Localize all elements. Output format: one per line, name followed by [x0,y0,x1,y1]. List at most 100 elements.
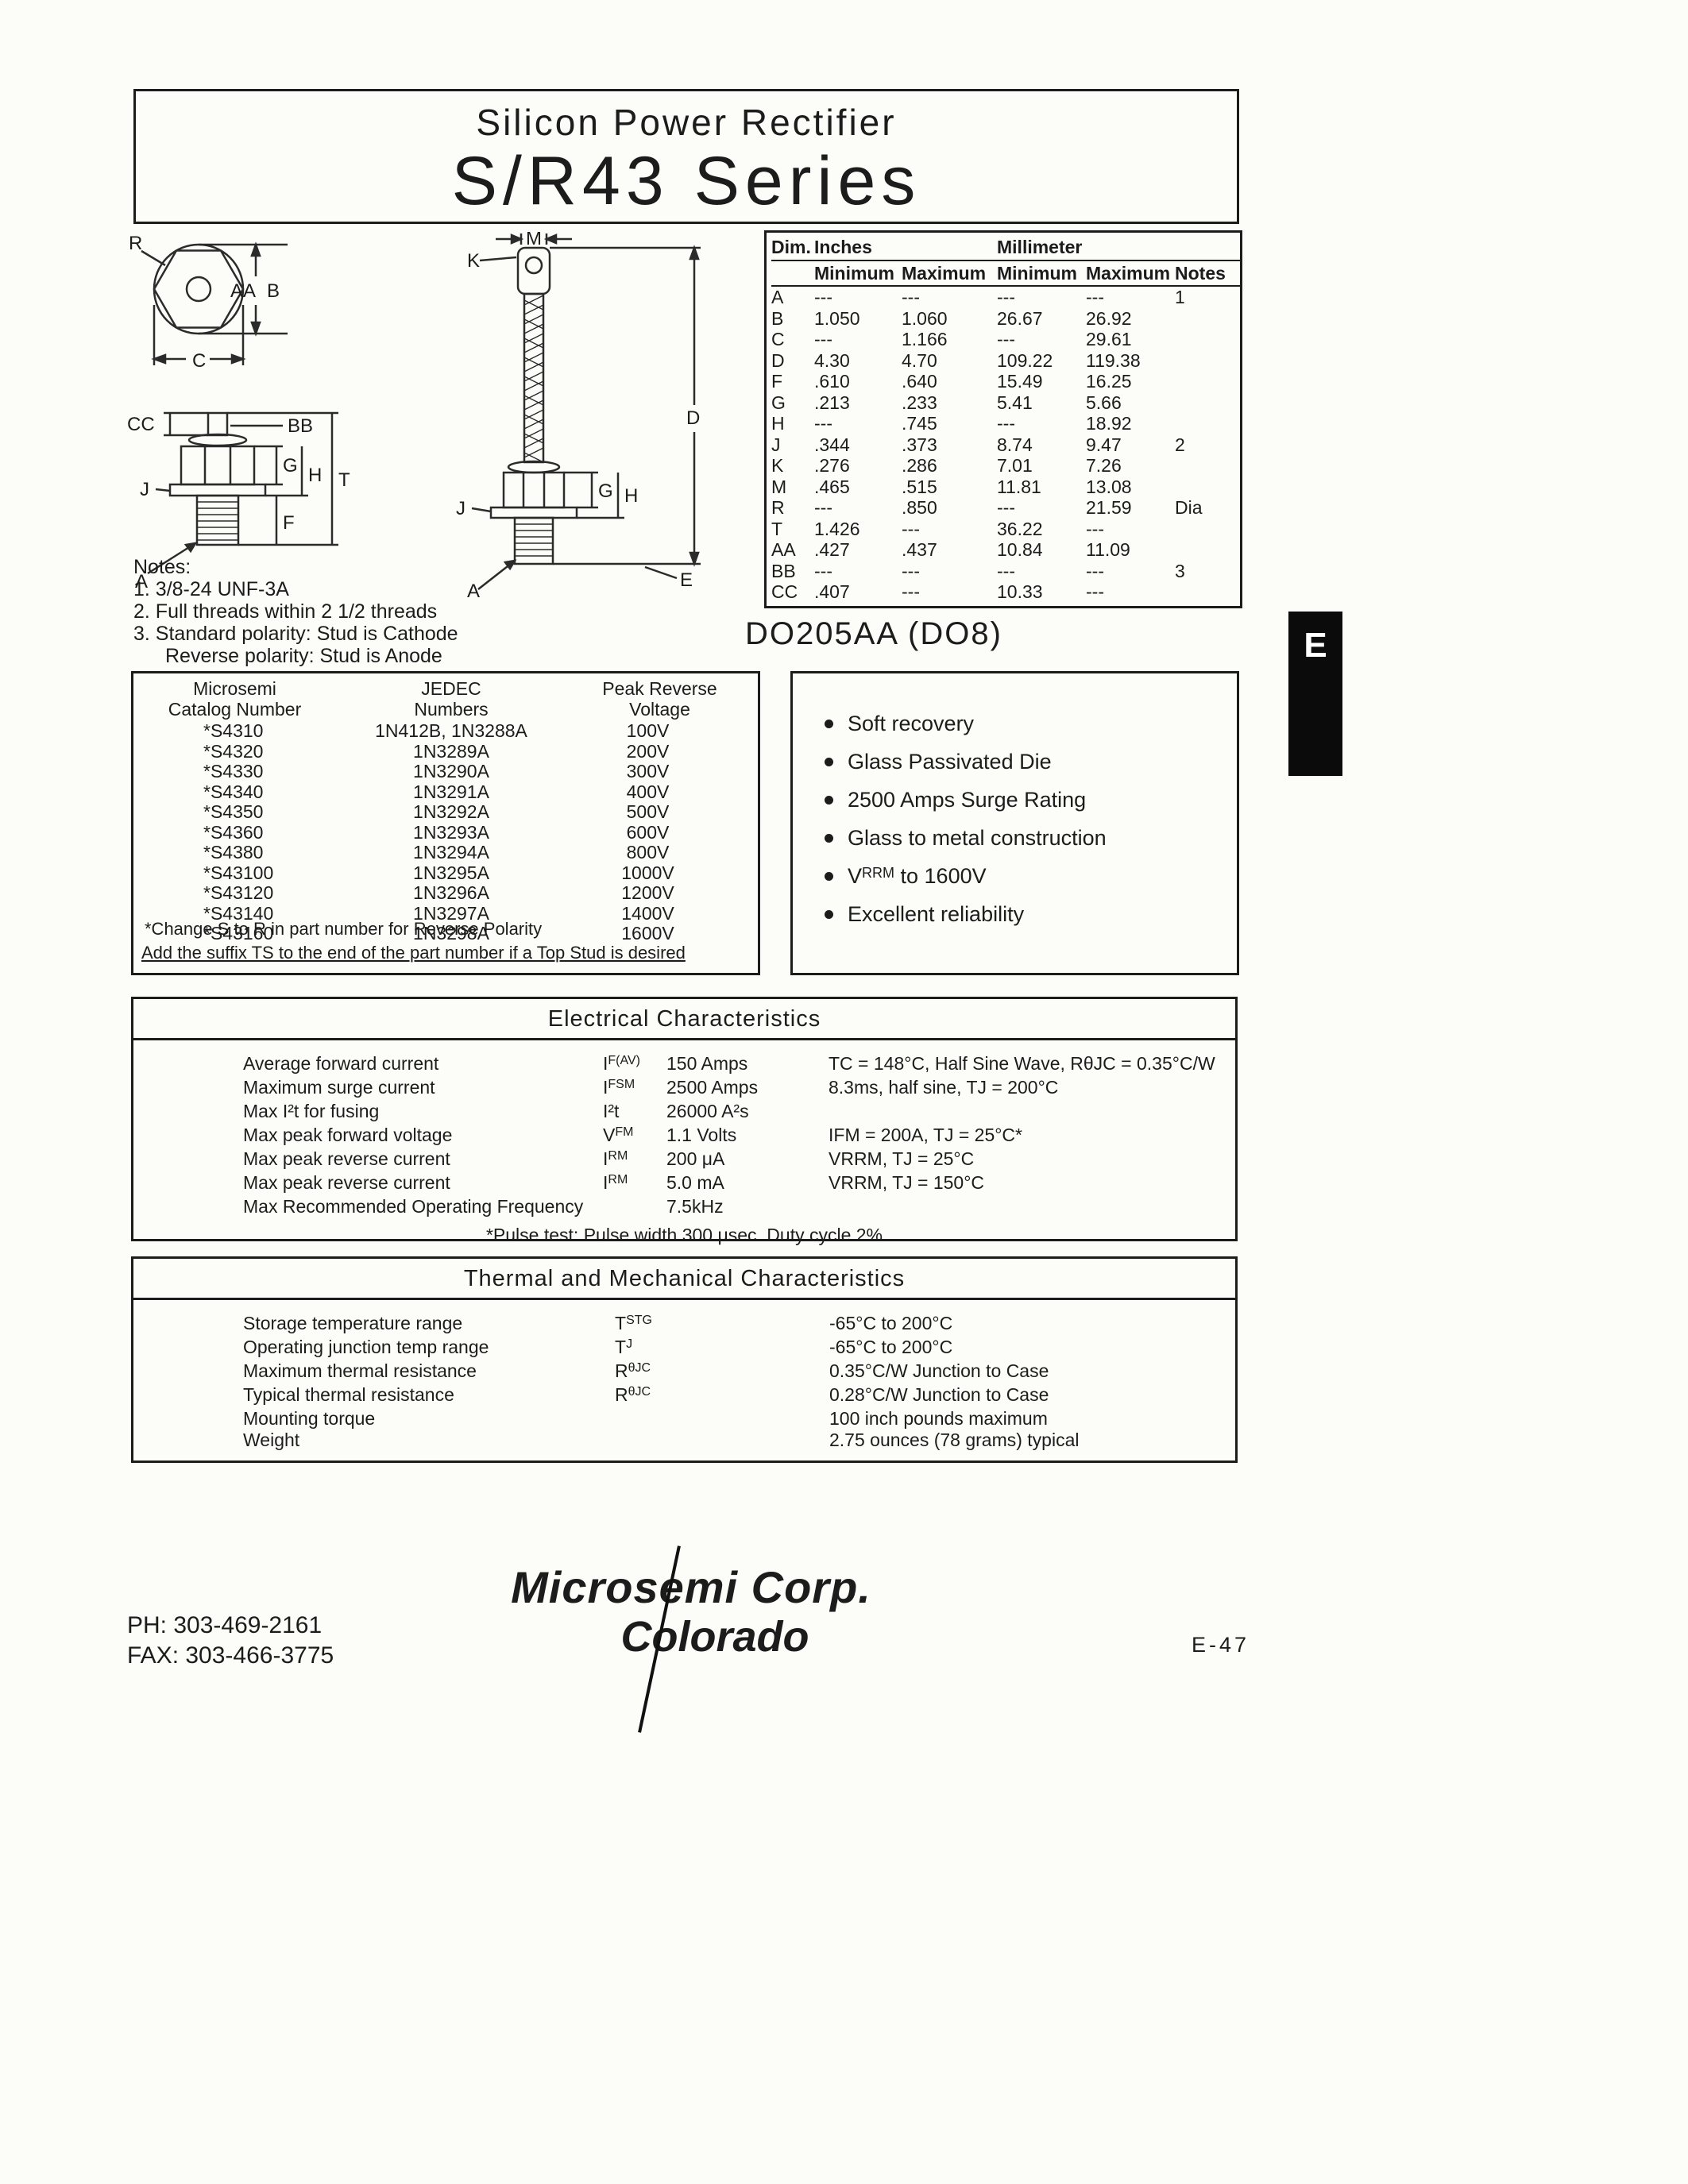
inch-max: --- [902,560,920,581]
mm-max: 9.47 [1086,434,1122,455]
mm-min: 8.74 [997,434,1033,455]
parameter-label: Max Recommended Operating Frequency [243,1196,584,1217]
notes-header: Notes [1175,260,1240,287]
section-tab: E [1288,612,1342,776]
inch-max: --- [902,581,920,602]
dim-note [1175,308,1240,330]
note-3-cont: Reverse polarity: Stud is Anode [165,645,442,667]
package-drawing-front: R AA B C BB CC G H T J A F [127,233,350,592]
parameter-symbol: IFSM [603,1077,635,1098]
parameter-symbol: RθJC [615,1360,651,1381]
inch-max: .233 [902,392,937,413]
feature-text: 2500 Amps Surge Rating [848,788,1087,812]
feature-text: VRRM to 1600V [848,864,987,888]
parameter-label: Max I²t for fusing [243,1101,380,1121]
fax-number: FAX: 303-466-3775 [127,1642,334,1669]
inch-min: .610 [814,371,850,392]
inch-max: .515 [902,476,937,497]
parameter-symbol: VFM [603,1125,634,1145]
peak-voltage: 1200V [621,882,674,903]
parameter-symbol: I²t [603,1101,620,1121]
dim-label-g: G [283,455,298,477]
dim-letter: H [771,413,785,434]
dim-note: 2 [1175,434,1185,455]
inch-min: .344 [814,434,850,455]
parameter-value: 1.1 Volts [666,1125,737,1145]
bullet-icon [825,758,833,766]
inch-min: 4.30 [814,349,850,371]
jedec-number: 1N3297A [413,902,489,924]
peak-voltage: 400V [626,781,670,802]
mm-min: --- [997,287,1015,307]
jedec-number: 1N3293A [413,821,489,843]
mm-min: --- [997,560,1015,581]
company-logo-line1: Microsemi Corp. [511,1562,871,1612]
dim-letter: CC [771,581,798,602]
feature-text: Soft recovery [848,712,975,735]
parameter-label: Average forward current [243,1053,439,1074]
parameter-conditions [829,1101,1228,1125]
inch-max: --- [902,518,920,539]
parameter-conditions: TC = 148°C, Half Sine Wave, RθJC = 0.35°… [829,1053,1215,1074]
dim-header-minmax: Minimum Maximum Minimum Maximum Notes [771,260,1240,287]
parameter-label: Maximum thermal resistance [243,1360,477,1381]
parameter-value: 2500 Amps [666,1077,759,1098]
parameter-conditions: 8.3ms, half sine, TJ = 200°C [829,1077,1059,1098]
dim-letter: D [771,349,785,371]
dim-label-j-side: J [456,498,465,519]
mm-max: 13.08 [1086,476,1132,497]
dim-note [1175,350,1240,372]
inch-min: .427 [814,539,850,560]
dim-label-f: F [283,512,295,534]
peak-voltage: 1000V [621,862,674,883]
dim-letter: G [771,392,786,413]
feature-item: Excellent reliability [825,902,1024,927]
mm-max: --- [1086,581,1104,602]
feature-item: VRRM to 1600V [825,864,987,889]
feature-item: Glass Passivated Die [825,750,1052,774]
mm-max: 5.66 [1086,392,1122,413]
inches-header: Inches [814,235,994,261]
mm-max-header: Maximum [1086,260,1175,287]
notes-block: Notes: 1. 3/8-24 UNF-3A 2. Full threads … [133,556,458,667]
doc-title: S/R43 Series [451,143,921,219]
mm-min-header: Minimum [994,260,1086,287]
inch-max: 1.166 [902,329,948,349]
inch-min: .407 [814,581,850,602]
dim-label-h: H [308,465,322,486]
thermal-title: Thermal and Mechanical Characteristics [133,1259,1235,1300]
jedec-number: 1N3289A [413,740,489,762]
peak-voltage: 300V [626,761,670,781]
jedec-number: 1N3294A [413,842,489,862]
dim-note [1175,539,1240,561]
dim-header: Dim. [771,235,814,261]
feature-item: Glass to metal construction [825,826,1107,851]
parameter-symbol: TSTG [615,1313,652,1333]
dim-note [1175,455,1240,477]
inch-min: --- [814,497,832,518]
dim-label-c: C [192,350,206,372]
inch-max: .745 [902,413,937,434]
parameter-label: Max peak forward voltage [243,1125,453,1145]
feature-text: Excellent reliability [848,902,1025,926]
parameter-symbol: IF(AV) [603,1053,640,1074]
inch-max: .437 [902,539,937,560]
parameter-label: Weight [243,1430,300,1450]
feature-text: Glass to metal construction [848,826,1107,850]
inch-min: 1.050 [814,307,860,329]
